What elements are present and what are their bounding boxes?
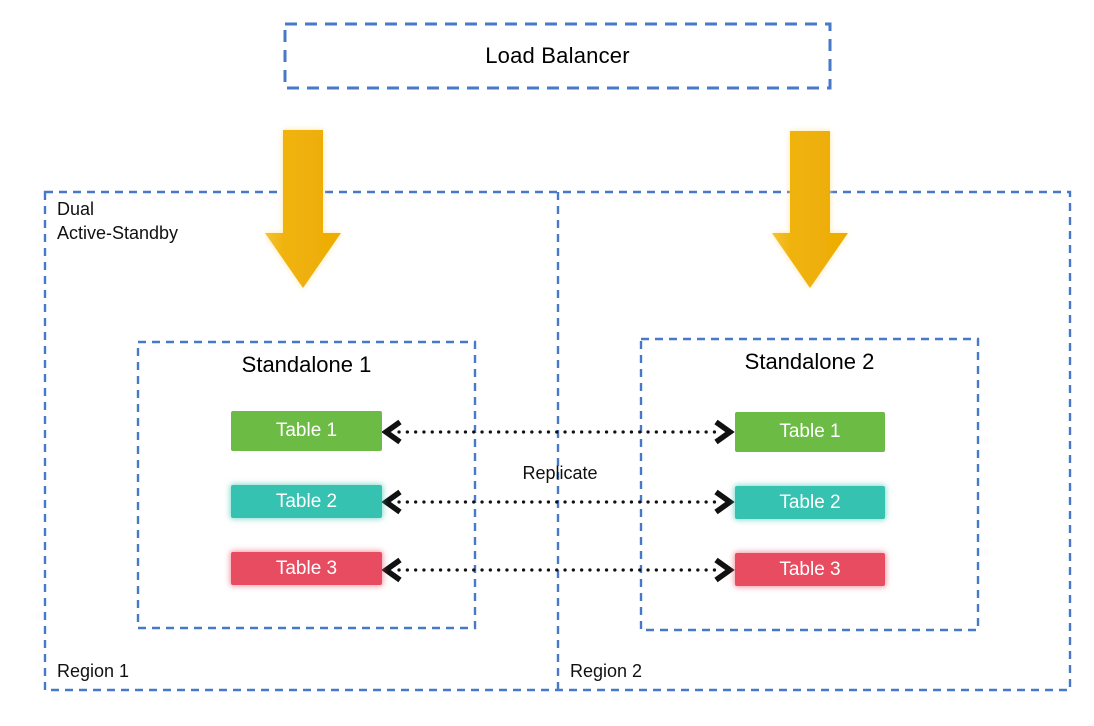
region-1-label: Region 1 bbox=[57, 661, 130, 681]
cluster-label: Dual Active-Standby bbox=[57, 197, 178, 245]
table-1-chip-left: Table 1 bbox=[231, 411, 382, 451]
table-2-chip-left: Table 2 bbox=[231, 485, 382, 518]
region-2-label: Region 2 bbox=[570, 661, 643, 681]
cluster-box bbox=[43, 190, 1072, 692]
standalone-1-title: Standalone 1 bbox=[241, 352, 372, 377]
table-2-chip-right: Table 2 bbox=[735, 486, 885, 519]
table-1-chip-right: Table 1 bbox=[735, 412, 885, 452]
table-3-chip-right: Table 3 bbox=[735, 553, 885, 586]
down-arrow-right-icon bbox=[772, 131, 848, 288]
load-balancer-label: Load Balancer bbox=[485, 43, 630, 68]
cluster-label-line2: Active-Standby bbox=[57, 223, 179, 243]
table-3-chip-left: Table 3 bbox=[231, 552, 382, 585]
replicate-arrow-table2 bbox=[381, 489, 735, 515]
replicate-label: Replicate bbox=[522, 463, 598, 483]
down-arrow-left-icon bbox=[265, 130, 341, 288]
replicate-arrow-table1 bbox=[381, 419, 735, 445]
replicate-arrow-table3 bbox=[381, 557, 735, 583]
cluster-label-line1: Dual bbox=[57, 199, 95, 219]
standalone-2-box bbox=[639, 337, 980, 632]
standalone-2-title: Standalone 2 bbox=[744, 349, 875, 374]
